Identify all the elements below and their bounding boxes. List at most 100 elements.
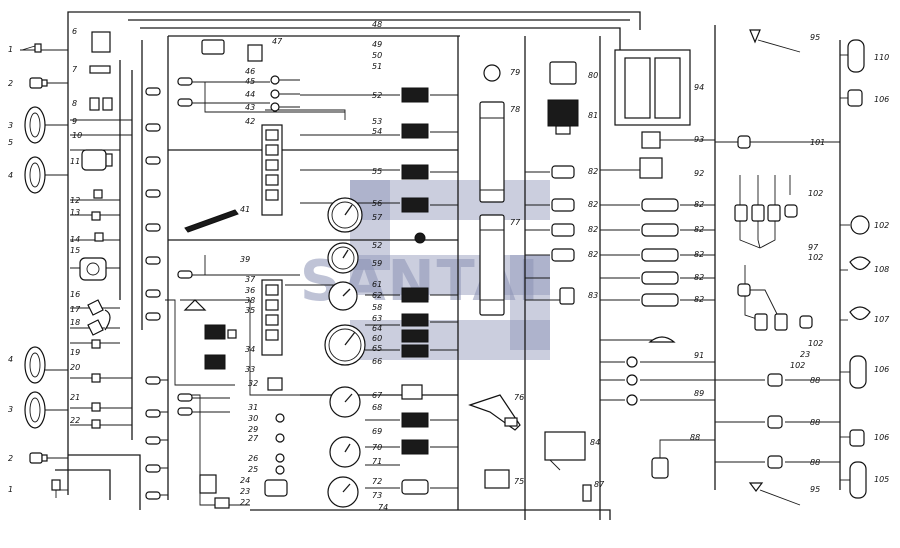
label-24-right: 23: [800, 350, 810, 359]
label-105-top: 106: [874, 95, 889, 104]
fuse-88: [582, 484, 592, 502]
label-43: 42: [245, 117, 255, 126]
label-5: 5: [8, 138, 13, 147]
label-37: 36: [245, 286, 255, 295]
label-14: 14: [70, 235, 80, 244]
left-components: [21, 31, 193, 500]
gauge-67: [324, 324, 366, 366]
sensor-13: [91, 211, 101, 221]
lamp-92: [648, 336, 676, 343]
label-39: 38: [245, 296, 255, 305]
connector-105-bottom: [849, 429, 865, 447]
lamps-25-31: [275, 413, 285, 475]
label-32: 31: [248, 403, 258, 412]
label-89-a: 88: [810, 376, 820, 385]
label-102: 101: [810, 138, 825, 147]
label-23: 22: [240, 498, 250, 507]
horn-2-top: [29, 77, 48, 89]
label-57: 56: [372, 199, 382, 208]
switch-8: [89, 97, 113, 111]
label-83-b: 82: [588, 200, 598, 209]
label-61: 60: [372, 334, 382, 343]
label-40: 39: [240, 255, 250, 264]
label-60: 59: [372, 259, 382, 268]
label-21: 21: [70, 393, 80, 402]
connector-103-mid: [737, 283, 751, 297]
connector-103-b: [754, 313, 768, 331]
label-47: 46: [245, 67, 255, 76]
right-center-components: [468, 49, 691, 502]
relay-81: [549, 61, 577, 85]
label-4-top: 4: [8, 171, 13, 180]
branch-wires: [20, 49, 850, 496]
lamp-107: [849, 306, 871, 321]
label-67: 66: [372, 357, 382, 366]
box-25: [199, 474, 217, 494]
label-103-a: 102: [808, 189, 823, 198]
label-75: 74: [378, 503, 388, 512]
switch-35-36: [204, 324, 237, 370]
connector-105-top: [847, 89, 863, 107]
label-46: 45: [245, 77, 255, 86]
label-38: 37: [245, 275, 256, 284]
label-106: 106: [874, 365, 889, 374]
label-77: 76: [514, 393, 524, 402]
label-93: 92: [694, 169, 704, 178]
label-87: 84: [590, 438, 600, 447]
label-83-f: 82: [694, 225, 704, 234]
label-103-b: 102: [808, 253, 823, 262]
relay-6: [91, 31, 111, 53]
label-58: 57: [372, 213, 383, 222]
connectors-83-right: [641, 198, 679, 307]
terminal-strip-38: [261, 279, 283, 356]
label-103-right: 102: [874, 221, 889, 230]
label-50: 49: [372, 40, 382, 49]
label-105-bottom: 106: [874, 433, 889, 442]
label-72: 71: [372, 457, 382, 466]
label-62: 61: [372, 280, 382, 289]
label-103-c: 102: [808, 339, 823, 348]
sensor-23-24: [214, 479, 288, 509]
sensor-97-bottom: [748, 482, 801, 506]
part-labels: 1 2 3 5 4 4 3 2 1 6 7 8 9 10 11 12 13 14…: [8, 20, 890, 512]
label-3-bottom: 3: [8, 405, 13, 414]
label-55: 54: [372, 127, 382, 136]
sensors-20-22: [91, 373, 101, 429]
label-84: 83: [588, 291, 598, 300]
label-108: 108: [874, 265, 889, 274]
label-79: 78: [510, 105, 520, 114]
label-53-top: 52: [372, 91, 382, 100]
gauge-58: [327, 197, 363, 233]
sensor-97-top: [749, 29, 801, 53]
label-51: 50: [372, 51, 382, 60]
label-103-d: 102: [790, 361, 805, 370]
lamp-106: [849, 355, 867, 389]
label-66: 65: [372, 344, 382, 353]
horn-2-bottom: [29, 452, 48, 464]
label-4-bottom: 4: [8, 355, 13, 364]
label-71: 70: [372, 443, 382, 452]
label-83-g: 82: [694, 250, 704, 259]
label-3-top: 3: [8, 121, 13, 130]
lamp-108: [849, 256, 871, 271]
label-83-d: 82: [588, 250, 598, 259]
label-63: 62: [372, 291, 382, 300]
label-83-e: 82: [694, 200, 704, 209]
connector-89-a: [767, 373, 783, 387]
sensor-1-bottom: [51, 479, 61, 498]
label-1-top: 1: [8, 45, 13, 54]
center-left-components: [183, 39, 300, 509]
label-83-i: 82: [694, 295, 704, 304]
fuse-7: [89, 65, 111, 74]
wiper-42: [184, 209, 239, 233]
center-connectors: [401, 87, 429, 495]
label-2-top: 2: [8, 79, 13, 88]
gauge-74: [327, 476, 359, 508]
label-10: 10: [72, 131, 82, 140]
relay-84: [559, 287, 575, 305]
label-107: 107: [874, 315, 890, 324]
lamp-4-top: [24, 156, 46, 194]
label-45: 44: [245, 90, 255, 99]
lamp-103-right: [850, 215, 870, 235]
gauge-71: [329, 436, 361, 468]
